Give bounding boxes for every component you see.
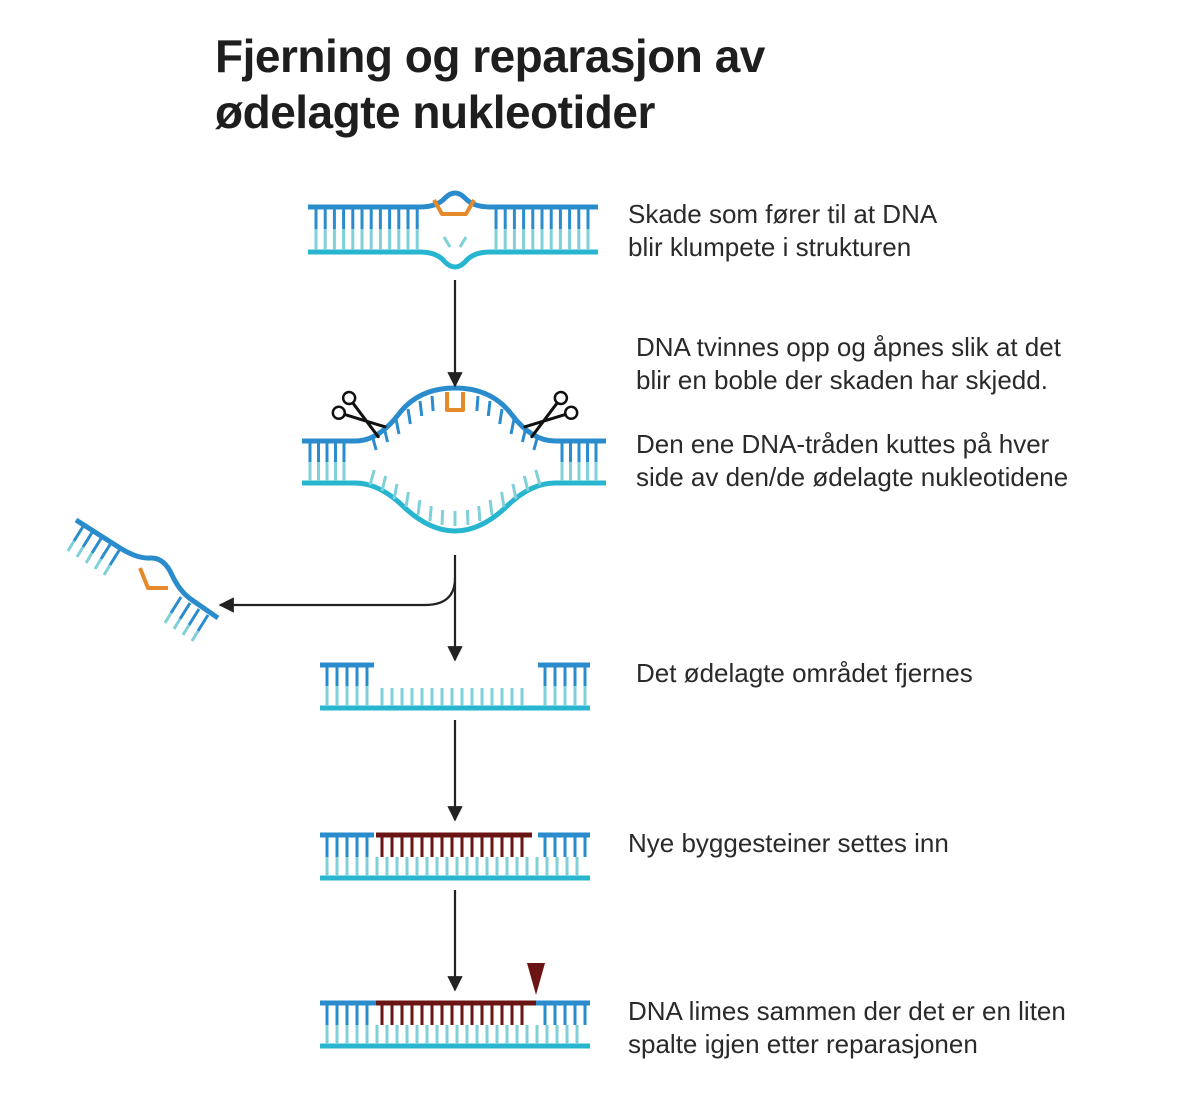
fragment-rung [178, 602, 192, 620]
fragment-rung [72, 524, 86, 542]
step-label-unwinding: DNA tvinnes opp og åpnes slik at det bli… [636, 332, 1061, 395]
bottom-strand [308, 249, 598, 270]
top-rung [406, 408, 412, 425]
top-rung [418, 400, 424, 417]
top-rung [475, 395, 480, 412]
fragment-rung [163, 612, 173, 624]
top-rung [498, 408, 504, 425]
bottom-rung [500, 491, 506, 508]
top-rung [532, 434, 540, 451]
step-label-synthesis: Nye byggesteiner settes inn [628, 828, 949, 858]
fragment-rung [102, 564, 112, 576]
fragment-rung [81, 530, 95, 548]
fragment-rung [108, 548, 122, 566]
ligation-marker-icon [527, 963, 545, 995]
fragment-rung [93, 558, 103, 570]
excised-fragment [66, 517, 220, 642]
top-rung [520, 426, 528, 443]
fragment-rung [187, 608, 201, 626]
bottom-rung [511, 483, 518, 500]
bottom-rung [477, 505, 482, 522]
top-rung [509, 418, 516, 435]
fragment-rung [90, 536, 104, 554]
scissors-icon [523, 390, 579, 439]
dna-open-bubble [302, 385, 606, 534]
fragment-rung [172, 618, 182, 630]
fragment-rung [84, 552, 94, 564]
fragment-rung [190, 630, 200, 642]
title-line-2: ødelagte nukleotider [215, 86, 655, 138]
fragment-rung [75, 546, 85, 558]
step-label-damage: Skade som fører til at DNA blir klumpete… [628, 199, 938, 262]
step-label-excision: Det ødelagte området fjernes [636, 658, 973, 688]
bottom-strand [302, 480, 606, 534]
damage-lesion [445, 392, 465, 412]
bottom-rung [534, 469, 542, 486]
dna-ligated [320, 1000, 590, 1049]
dna-damaged-bulge [308, 190, 598, 270]
fragment-rung [196, 614, 210, 632]
fragment-strand [74, 517, 220, 621]
bottom-rung [465, 509, 470, 526]
page-title: Fjerning og reparasjon av ødelagte nukle… [215, 28, 1015, 140]
step-label-incision: Den ene DNA-tråden kuttes på hver side a… [636, 429, 1069, 492]
top-rung [486, 400, 492, 417]
step-label-ligation: DNA limes sammen der det er en liten spa… [628, 996, 1066, 1059]
bottom-rung [392, 483, 399, 500]
top-strand [308, 190, 598, 210]
bottom-rung [522, 475, 530, 492]
fragment-rung [99, 542, 113, 560]
top-rung [370, 434, 378, 451]
bottom-rung [488, 499, 494, 516]
fragment-rung [66, 540, 76, 552]
scissors-icon [331, 390, 387, 439]
arrow-icon [218, 555, 457, 613]
top-rung [430, 395, 435, 412]
damage-lesion [138, 567, 168, 590]
top-rung [382, 426, 390, 443]
bottom-rung [380, 475, 388, 492]
fragment-rung [169, 596, 183, 614]
top-rung [394, 418, 401, 435]
damage-lesion [432, 199, 476, 216]
bottom-rung [440, 509, 445, 526]
dna-new-nucleotides [320, 832, 590, 881]
dna-gapped [320, 662, 590, 711]
fragment-rung [181, 624, 191, 636]
bottom-rung [428, 505, 433, 522]
bottom-rung [442, 236, 452, 248]
bottom-rung [416, 499, 422, 516]
bottom-rung [458, 236, 468, 248]
bottom-rung [404, 491, 410, 508]
bottom-rung [368, 469, 376, 486]
title-line-1: Fjerning og reparasjon av [215, 30, 765, 82]
